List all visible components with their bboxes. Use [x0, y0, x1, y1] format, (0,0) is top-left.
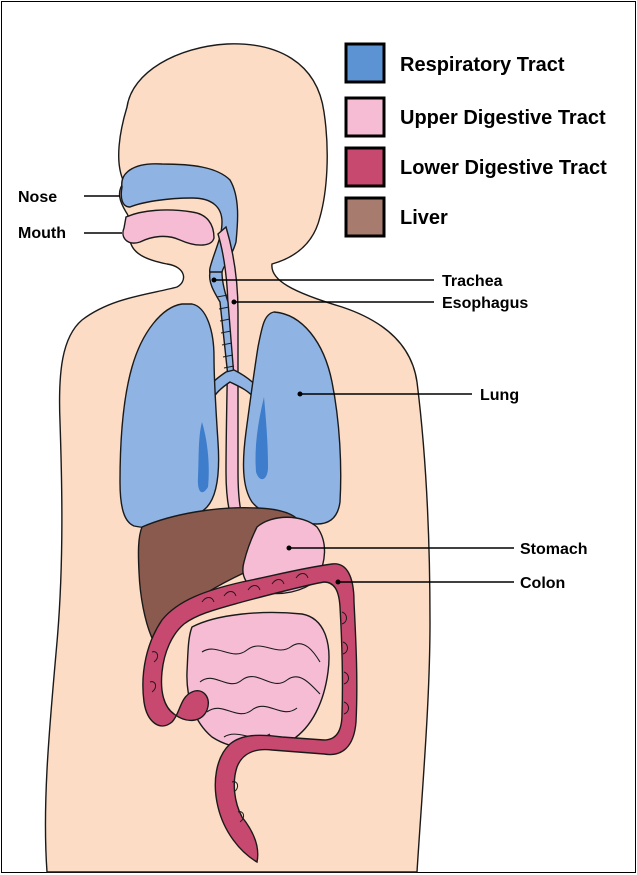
legend-swatch-upper-digestive	[346, 98, 384, 136]
trachea-label: Trachea	[442, 273, 503, 290]
legend-label-upper-digestive: Upper Digestive Tract	[400, 107, 606, 129]
colon-dot	[336, 580, 341, 585]
legend-label-liver: Liver	[400, 207, 448, 229]
legend: Respiratory Tract Upper Digestive Tract …	[346, 44, 607, 236]
esophagus-label: Esophagus	[442, 295, 528, 312]
lung-dot	[298, 392, 303, 397]
trachea-dot	[212, 278, 217, 283]
nose-label: Nose	[18, 189, 57, 206]
legend-label-lower-digestive: Lower Digestive Tract	[400, 157, 607, 179]
esophagus-dot	[232, 300, 237, 305]
legend-label-respiratory: Respiratory Tract	[400, 54, 565, 76]
colon-label: Colon	[520, 575, 565, 592]
stomach-label: Stomach	[520, 541, 588, 558]
stomach-dot	[287, 546, 292, 551]
lung-label: Lung	[480, 387, 519, 404]
mouth-label: Mouth	[18, 225, 66, 242]
legend-swatch-liver	[346, 198, 384, 236]
legend-swatch-lower-digestive	[346, 148, 384, 186]
legend-swatch-respiratory	[346, 44, 384, 82]
